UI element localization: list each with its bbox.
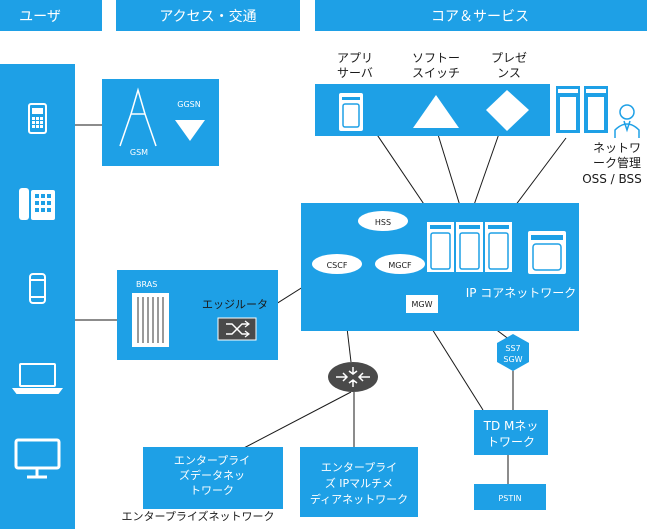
bras-edge-box: BRAS エッジルータ: [117, 270, 278, 360]
enterprise-data-label-1: エンタープライ: [174, 454, 250, 467]
tdm-label-2: トワーク: [487, 435, 535, 449]
enterprise-ipm-label-3: ディアネットワーク: [310, 492, 408, 506]
feature-phone-icon: [28, 103, 47, 134]
softswitch-label-2: スイッチ: [412, 66, 460, 80]
core-server-icons: [425, 220, 566, 274]
header-user: ユーザ: [0, 0, 102, 31]
gsm-ggsn-box: GSM GGSN: [102, 79, 219, 166]
header-core-label: コア＆サービス: [431, 9, 529, 25]
enterprise-ipm-label-2: ズ IPマルチメ: [325, 476, 393, 490]
oss-label-3: OSS / BSS: [582, 172, 642, 186]
enterprise-data-label-2: ズデータネッ: [179, 468, 245, 482]
enterprise-data-box: エンタープライ ズデータネッ トワーク: [143, 447, 283, 509]
pstn-label: PSTIN: [498, 494, 521, 503]
bras-label: BRAS: [136, 280, 157, 289]
oss-server-icon: [556, 86, 608, 133]
oss-bss-group: ネットワ ーク管理 OSS / BSS: [556, 86, 642, 186]
enterprise-ipm-box: エンタープライ ズ IPマルチメ ディアネットワーク: [300, 447, 418, 517]
monitor-icon: [14, 438, 61, 479]
app-server-label-2: サーバ: [337, 66, 373, 80]
ip-core-label: IP コアネットワーク: [466, 286, 577, 300]
smartphone-icon: [29, 273, 46, 304]
header-access-label: アクセス・交通: [159, 8, 256, 25]
bras-rack-icon: [132, 293, 169, 347]
cscf-node: [312, 254, 362, 274]
app-server-label-1: アプリ: [337, 51, 373, 65]
edge-router-label: エッジルータ: [202, 298, 268, 311]
router-icon: [328, 362, 378, 392]
softswitch-label-1: ソフトー: [412, 51, 460, 65]
user-devices-panel: [0, 64, 75, 529]
mgcf-node: [375, 254, 425, 274]
edge-router-icon: [217, 317, 257, 341]
header-core: コア＆サービス: [315, 0, 647, 31]
hss-node: [358, 211, 408, 231]
cscf-label: CSCF: [327, 261, 348, 270]
mgcf-label: MGCF: [388, 261, 412, 270]
app-server-icon: [339, 93, 363, 131]
presence-label-1: プレゼ: [491, 51, 527, 65]
ip-core-box: HSS CSCF MGCF IP コアネットワーク MGW: [301, 203, 579, 331]
header-user-label: ユーザ: [19, 9, 61, 25]
oss-label-1: ネットワ: [593, 141, 641, 155]
hss-label: HSS: [375, 218, 391, 227]
desk-phone-icon: [19, 188, 55, 220]
enterprise-ipm-label-1: エンタープライ: [321, 461, 397, 474]
oss-label-2: ーク管理: [593, 155, 641, 170]
presence-label-2: ンス: [497, 66, 521, 80]
mgw-label: MGW: [411, 300, 432, 309]
ggsn-label: GGSN: [177, 100, 200, 109]
softswitch-triangle-icon: [413, 95, 459, 128]
presence-diamond-icon: [486, 90, 529, 131]
tdm-label-1: TD Mネッ: [483, 419, 539, 433]
tdm-network-box: TD Mネッ トワーク: [474, 410, 548, 455]
mgw-node: MGW: [406, 295, 438, 313]
enterprise-network-caption: エンタープライズネットワーク: [121, 509, 274, 523]
ggsn-triangle-icon: [175, 120, 205, 141]
antenna-icon: [119, 87, 157, 147]
laptop-icon: [12, 363, 63, 394]
ss7-sgw-node: SS7 SGW: [497, 334, 529, 371]
ss7-label: SS7: [505, 344, 520, 353]
enterprise-data-label-3: トワーク: [190, 484, 234, 497]
header-access: アクセス・交通: [116, 0, 300, 31]
sgw-label: SGW: [503, 355, 522, 364]
pstn-box: PSTIN: [474, 484, 546, 510]
service-box: [315, 84, 550, 136]
person-icon: [614, 104, 640, 138]
gsm-label: GSM: [130, 148, 148, 157]
